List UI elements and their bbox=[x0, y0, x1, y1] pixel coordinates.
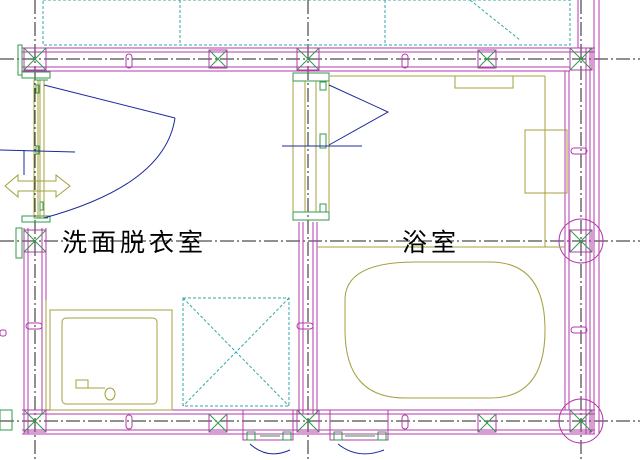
left-sliding-door bbox=[15, 44, 51, 259]
washroom-fixtures bbox=[45, 300, 173, 411]
washing-machine-space bbox=[182, 297, 290, 407]
room-label-bathroom: 浴室 bbox=[402, 228, 461, 257]
upper-room-outline bbox=[42, 0, 571, 46]
wall-studs bbox=[0, 53, 588, 430]
grid-markers bbox=[558, 218, 604, 444]
washroom-door-swing bbox=[0, 84, 176, 219]
room-label-washroom: 洗面脱衣室 bbox=[62, 228, 208, 257]
bathroom-fixtures bbox=[317, 75, 568, 399]
bathroom-door-swing bbox=[282, 84, 390, 147]
sliding-arrow-icon bbox=[4, 173, 71, 199]
column-posts bbox=[23, 47, 593, 433]
bottom-windows bbox=[0, 409, 389, 455]
walls bbox=[22, 0, 600, 435]
